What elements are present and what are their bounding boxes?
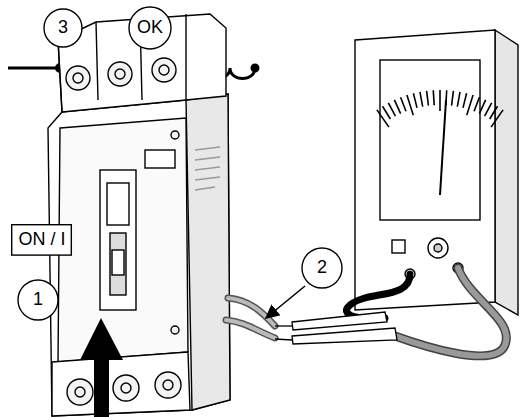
- scale-tick: [413, 93, 417, 108]
- scale-tick: [439, 90, 441, 111]
- label-text: 2: [317, 258, 327, 278]
- scale-tick: [452, 91, 454, 106]
- scale-tick: [427, 91, 429, 106]
- push-arrow: [80, 318, 123, 417]
- scale-tick: [432, 90, 435, 105]
- callout-number: 1: [17, 279, 59, 321]
- test-meter: [355, 30, 518, 315]
- scale-tick: [490, 106, 498, 119]
- label-text: 3: [58, 18, 68, 38]
- scale-tick: [407, 95, 413, 115]
- scale-tick: [457, 92, 460, 107]
- scale-tick: [420, 92, 423, 107]
- test-probes: [275, 312, 397, 344]
- scale-tick: [479, 100, 485, 114]
- scale-tick: [383, 106, 391, 119]
- scale-tick: [485, 103, 492, 116]
- scale-tick: [474, 97, 479, 111]
- label-text: ON / I: [18, 230, 65, 250]
- switch-position-label: ON / I: [11, 224, 72, 256]
- label-text: 1: [33, 290, 43, 310]
- leader-line: [266, 286, 305, 318]
- test-leads: [226, 268, 506, 356]
- callout-ok: OK: [128, 6, 172, 50]
- scale-tick: [388, 103, 395, 116]
- scale-tick: [401, 97, 406, 111]
- callout-number: 2: [301, 247, 343, 289]
- callout-number: 3: [43, 8, 83, 48]
- scale-tick: [394, 100, 400, 114]
- scale-tick: [463, 93, 467, 108]
- scale-tick: [491, 110, 503, 127]
- scale-tick: [467, 95, 473, 115]
- label-text: OK: [137, 18, 163, 38]
- circuit-breaker: [48, 14, 230, 416]
